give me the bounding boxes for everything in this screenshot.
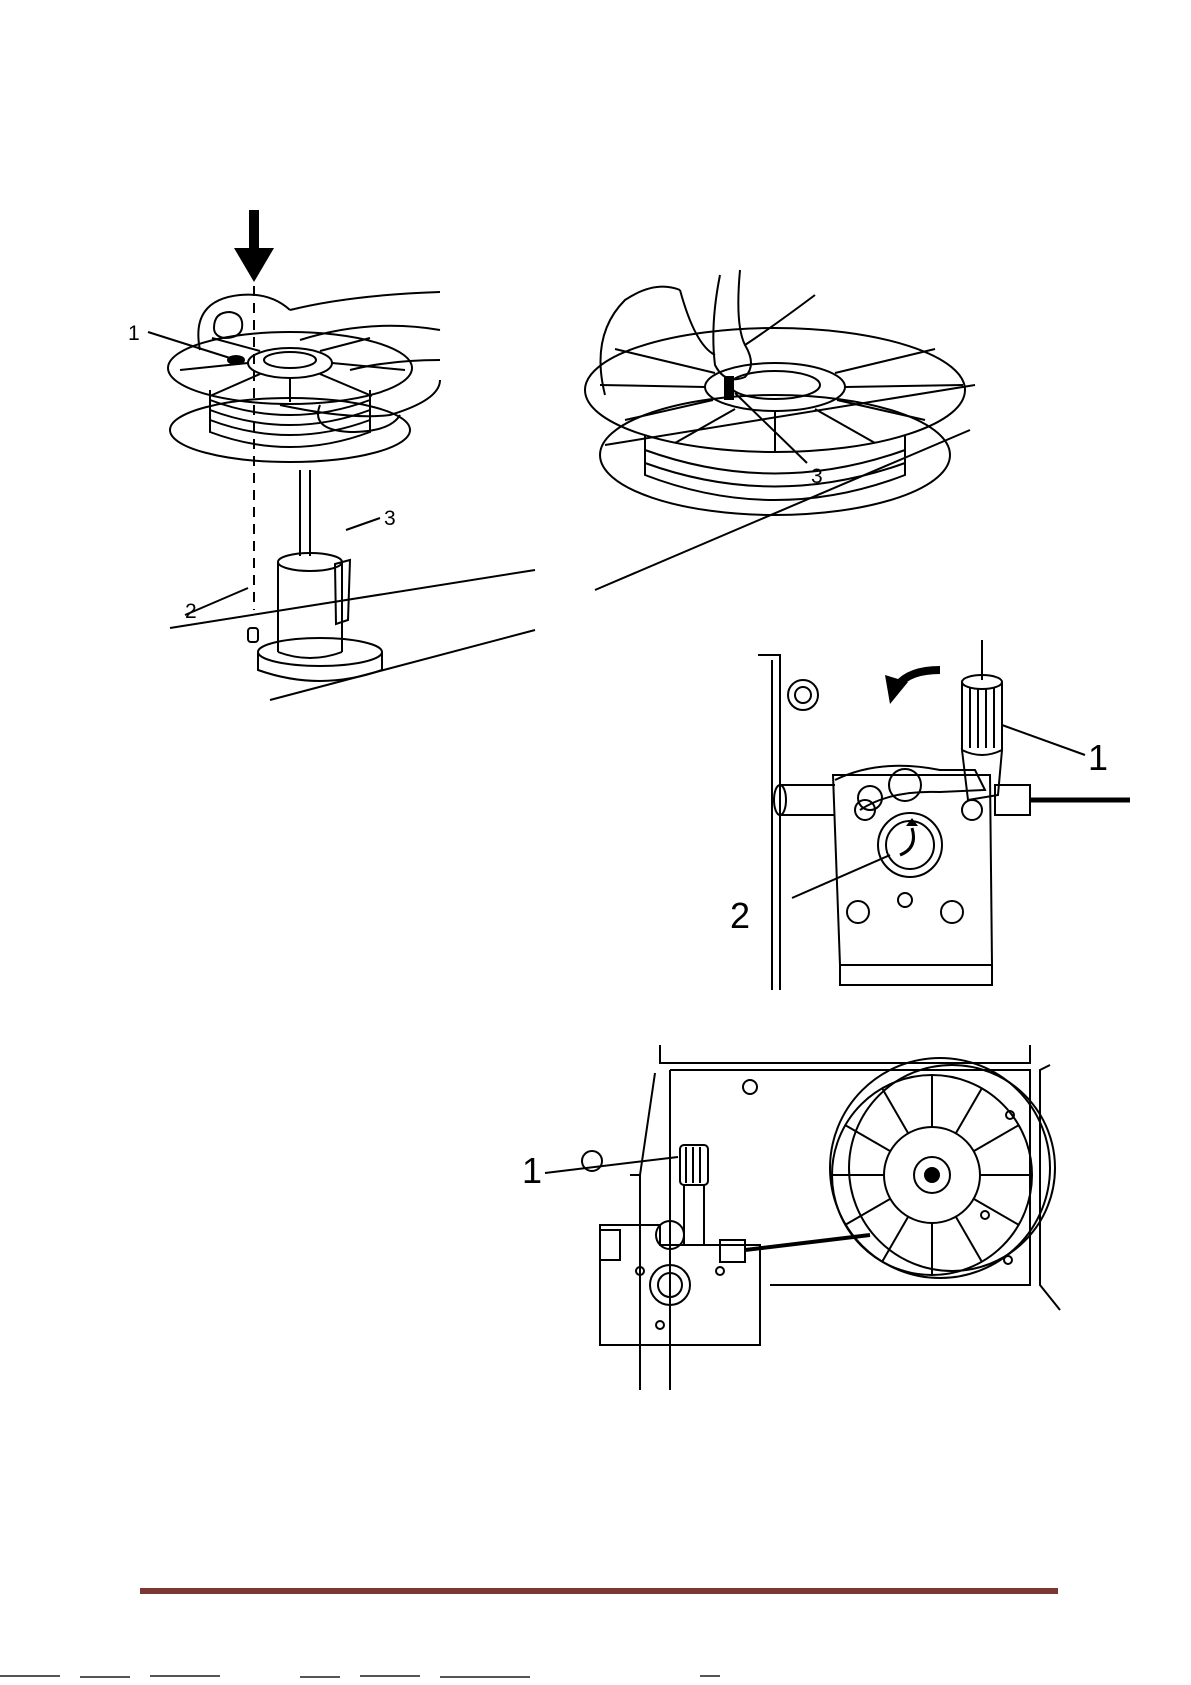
right-panel-edge	[1040, 1065, 1060, 1310]
callout-1: 1	[522, 1150, 542, 1191]
spool-latch	[725, 377, 733, 399]
outlet-nut	[720, 1240, 745, 1262]
footer-text-fragment	[0, 1674, 1191, 1685]
figure-drive-roller: 1 2	[740, 630, 1140, 1005]
callout-2: 2	[730, 895, 750, 936]
leader-1	[1002, 725, 1085, 755]
wire-spool-flange	[830, 1058, 1050, 1278]
figure-spool-locked: 3	[585, 285, 980, 610]
feed-wire	[745, 1235, 870, 1250]
callout-1: 1	[1088, 737, 1108, 778]
callout-1: 1	[128, 322, 140, 345]
wire-feeder-drawing: 1	[560, 1045, 1080, 1395]
callout-3: 3	[811, 465, 823, 488]
spool-locked-drawing: 3	[585, 285, 980, 610]
spool-drive-hole	[228, 356, 244, 364]
spindle-base	[258, 638, 382, 666]
floor-line-front	[595, 430, 970, 590]
drive-roller-drawing: 1 2	[740, 630, 1140, 1005]
wire-feeder	[600, 1225, 760, 1345]
figure-wire-feeder-overview: 1	[560, 1045, 1080, 1395]
leader-3	[346, 518, 380, 530]
floor-line-back	[605, 385, 975, 445]
leader-2	[792, 855, 890, 898]
panel-edge	[758, 655, 780, 990]
callout-2: 2	[185, 600, 197, 623]
panel-grommet	[788, 680, 818, 710]
tension-knob	[962, 682, 1002, 750]
leader-1	[545, 1157, 678, 1173]
top-bracket	[660, 1045, 1030, 1063]
inlet-tube	[780, 785, 835, 815]
figure-spool-mounting: 1 2 3	[150, 200, 540, 710]
bolt-right	[941, 901, 963, 923]
left-panel-edge	[630, 1073, 655, 1390]
callout-3: 3	[384, 507, 396, 530]
footer-rule	[140, 1588, 1058, 1594]
insert-arrow-head	[234, 248, 274, 282]
outlet-nut	[995, 785, 1030, 815]
spool-mounting-drawing: 1 2 3	[150, 200, 540, 710]
hand-left	[198, 295, 290, 350]
hand	[601, 287, 681, 395]
bolt-left	[847, 901, 869, 923]
locating-pin	[248, 628, 258, 642]
